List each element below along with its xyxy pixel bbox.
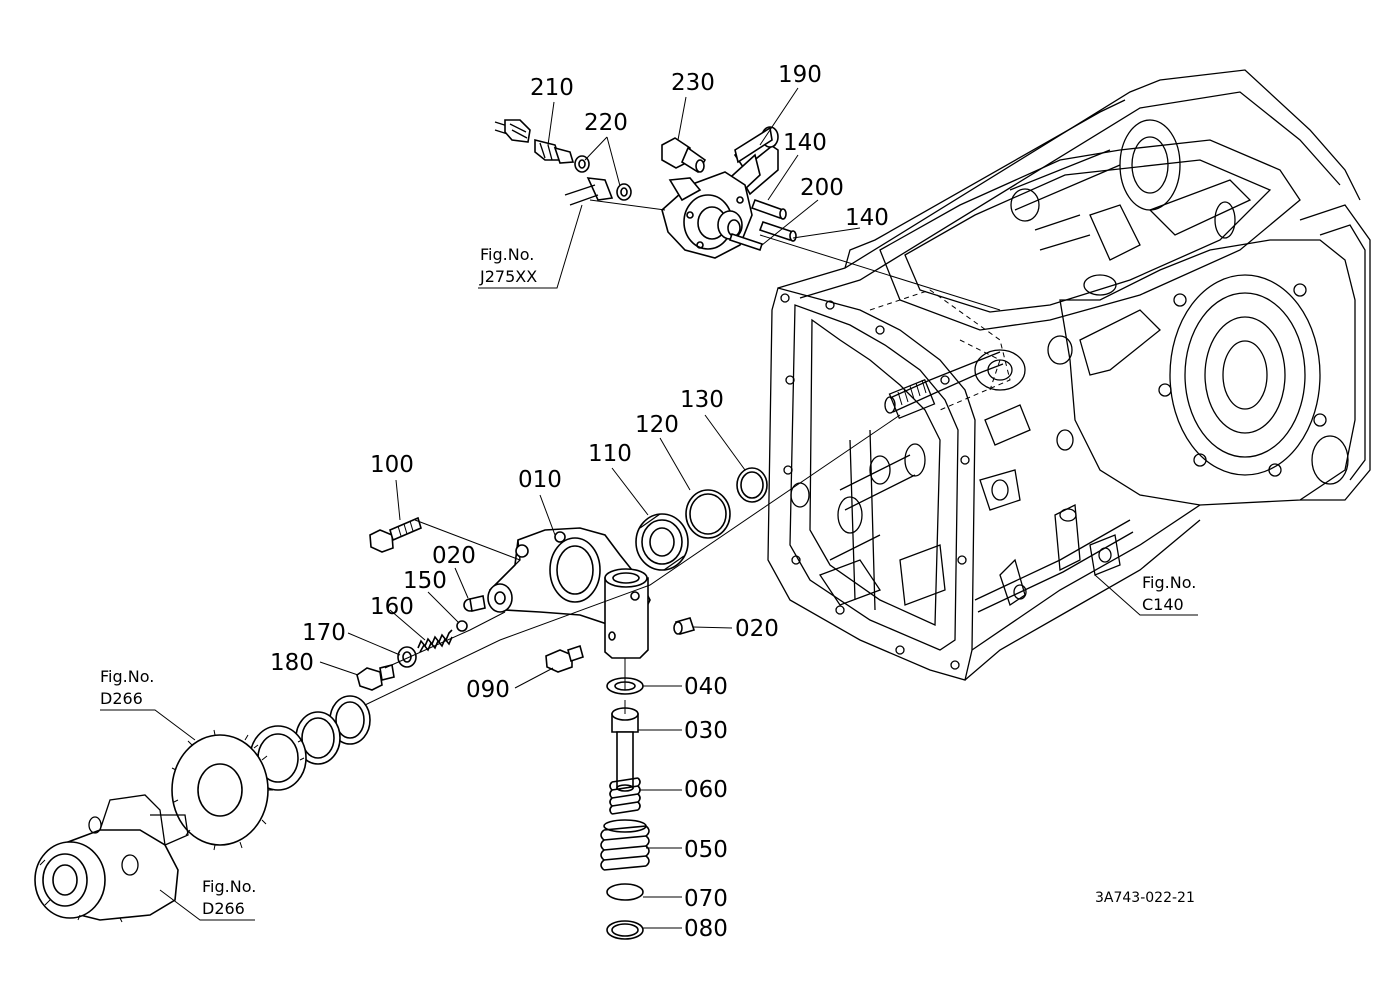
figure-references: Fig.No. J275XX Fig.No. C140 Fig.No. D266… — [100, 245, 1196, 918]
label-230: 230 — [671, 70, 715, 96]
label-060: 060 — [684, 777, 728, 803]
label-140-upper: 140 — [783, 130, 827, 156]
valve-body-assembly — [661, 126, 797, 259]
plug-070 — [606, 883, 644, 901]
leader-lines — [100, 87, 1198, 929]
label-160: 160 — [370, 594, 414, 620]
transmission-case — [767, 69, 1371, 681]
ref-j275-fig: Fig.No. — [480, 245, 534, 264]
ref-d266-top-fig: Fig.No. — [100, 667, 154, 686]
label-170: 170 — [302, 620, 346, 646]
label-030: 030 — [684, 718, 728, 744]
ref-j275-no: J275XX — [479, 267, 537, 286]
piston-030 — [611, 707, 639, 792]
label-190: 190 — [778, 62, 822, 88]
ring-130 — [736, 467, 768, 503]
spring-050 — [600, 819, 650, 871]
friction-disc — [171, 729, 273, 851]
label-180: 180 — [270, 650, 314, 676]
circlip-080 — [606, 920, 644, 940]
label-070: 070 — [684, 886, 728, 912]
ref-d266-top-no: D266 — [100, 689, 143, 708]
label-020-left: 020 — [432, 543, 476, 569]
ref-c140-no: C140 — [1142, 595, 1184, 614]
washer-170 — [397, 646, 417, 668]
plug-020-left — [463, 595, 486, 612]
bearing-110 — [635, 513, 689, 571]
rings-left — [249, 695, 371, 791]
label-050: 050 — [684, 837, 728, 863]
label-200: 200 — [800, 175, 844, 201]
plug-020-right — [673, 617, 696, 635]
ref-c140-fig: Fig.No. — [1142, 573, 1196, 592]
ref-d266-bottom-fig: Fig.No. — [202, 877, 256, 896]
label-010: 010 — [518, 467, 562, 493]
label-100: 100 — [370, 452, 414, 478]
plug-090 — [545, 644, 584, 673]
drawing-code: 3A743-022-21 — [1095, 890, 1195, 906]
label-090: 090 — [466, 677, 510, 703]
label-120: 120 — [635, 412, 679, 438]
label-210: 210 — [530, 75, 574, 101]
label-110: 110 — [588, 441, 632, 467]
bolt-100 — [369, 516, 422, 553]
spring-160 — [417, 629, 453, 653]
housing-010 — [487, 527, 651, 659]
spring-060 — [609, 777, 641, 815]
label-130: 130 — [680, 387, 724, 413]
ball-150 — [456, 620, 468, 632]
ref-d266-bottom-no: D266 — [202, 899, 245, 918]
label-080: 080 — [684, 916, 728, 942]
plug-180 — [356, 664, 395, 691]
part-labels: 210 220 230 190 140 200 140 100 010 110 … — [270, 62, 889, 942]
snap-ring-120 — [685, 489, 731, 539]
label-150: 150 — [403, 568, 447, 594]
label-040: 040 — [684, 674, 728, 700]
label-140-lower: 140 — [845, 205, 889, 231]
clutch-hub — [34, 794, 189, 923]
label-020-right: 020 — [735, 616, 779, 642]
label-220: 220 — [584, 110, 628, 136]
